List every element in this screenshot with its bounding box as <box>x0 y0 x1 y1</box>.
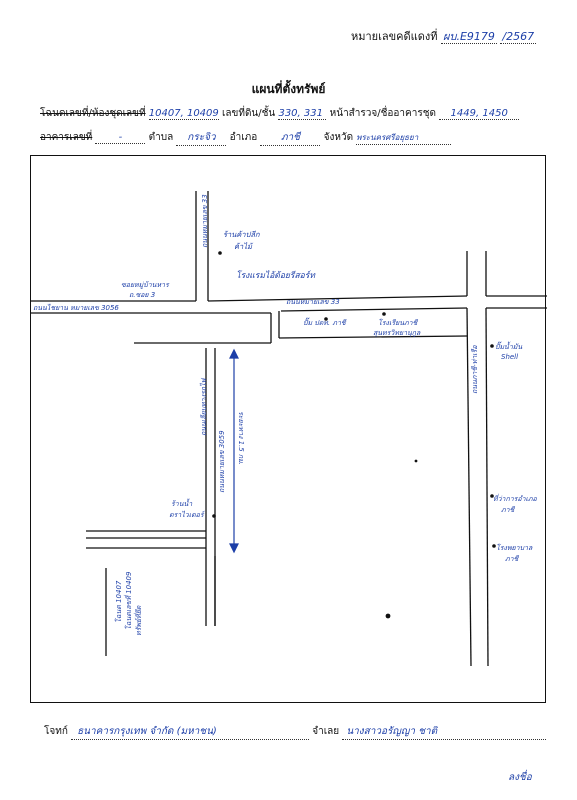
school-sub-label: สุนทรวิทยานุกูล <box>373 329 421 337</box>
defendant-label: จำเลย <box>312 726 340 737</box>
survey-label: หน้าสำรวจ/ชื่ออาคารชุด <box>329 108 436 119</box>
building-value: - <box>95 132 146 144</box>
road-phachi-label: ถนนภาชี-ท่าเรือ <box>471 345 479 394</box>
distance-arrow <box>229 348 239 554</box>
shop-left-label: ร้านค้าปลีก <box>223 230 260 239</box>
police-label: ปั๊ม ปตท. ภาชี <box>303 319 346 327</box>
location-line: อาคารเลขที่ - ตำบล กระจิว อำเภอ ภาชี จัง… <box>40 130 452 146</box>
footer-line: โจทก์ ธนาคารกรุงเทพ จำกัด (มหาชน) จำเลย … <box>44 724 547 740</box>
page-title: แผนที่ตั้งทรัพย์ <box>251 82 326 96</box>
shell-label: ปั๊มน้ำมัน <box>495 343 523 351</box>
subdistrict-value: กระจิว <box>176 130 227 146</box>
deed-value: 10407, 10409 <box>148 108 219 120</box>
subdistrict-label: ตำบล <box>148 132 174 143</box>
case-number: ผบ.E9179 <box>441 30 497 44</box>
plaintiff-value: ธนาคารกรุงเทพ จำกัด (มหาชน) <box>71 724 310 740</box>
school-label: โรงเรียนภาชี <box>378 319 418 327</box>
road-3059-side-label: ถนนเลียบทางรถไฟ <box>200 378 208 436</box>
deed-vertical3-label: ทรัพย์ที่ยึด <box>135 605 143 636</box>
road-3056-label: ถนนไชยาน หมายเลข 3056 <box>33 304 119 312</box>
case-number-line: หมายเลขคดีแดงที่ ผบ.E9179 /2567 <box>351 27 537 45</box>
land-value: 330, 331 <box>278 108 327 120</box>
district-office-label: ที่ว่าการอำเภอ <box>493 495 537 503</box>
shop-below-sub-label: ตราไวเดอร์ <box>169 511 204 519</box>
map-frame: ถนนหมายเลข 33 ร้านค้าปลีก ค้าไม้ โรงแรมไ… <box>30 155 547 703</box>
hospital-sub-label: ภาชี <box>505 555 519 563</box>
deed-vertical2-label: โฉนด 10407 <box>115 580 123 623</box>
factory-label: โรงแรมไอ้ต้อยรีสอร์ท <box>236 271 315 281</box>
province-label: จังหวัด <box>323 132 354 143</box>
building-label: อาคารเลขที่ <box>40 132 93 143</box>
shop-left-sub-label: ค้าไม้ <box>234 242 252 251</box>
village-alley-sub-label: ถ.ซอย 3 <box>129 291 156 299</box>
plaintiff-label: โจทก์ <box>44 726 68 737</box>
survey-value: 1449, 1450 <box>439 108 520 120</box>
road-33-top-label: ถนนหมายเลข 33 <box>201 194 209 248</box>
case-year: /2567 <box>500 30 537 44</box>
land-label: เลขที่ดิน/ชั้น <box>221 108 276 119</box>
road-lines <box>31 191 547 667</box>
defendant-value: นางสาวอรัญญา ชาติ <box>342 724 547 740</box>
shell-sub-label: Shell <box>501 353 519 361</box>
road-3059-label: ถนนหมายเลข 3059 <box>218 430 226 493</box>
province-value: พระนครศรีอยุธยา <box>356 131 452 145</box>
village-alley-label: ซอยหมู่บ้านหาร <box>121 281 169 289</box>
signature: ลงชื่อ <box>508 772 532 783</box>
distance-label: ระยะทาง 1.5 กม. <box>237 411 245 466</box>
district-office-sub-label: ภาชี <box>501 506 515 514</box>
road-33-label: ถนนหมายเลข 33 <box>286 298 340 306</box>
location-map <box>31 191 547 667</box>
district-value: ภาชี <box>260 130 321 146</box>
shop-below-label: ร้านน้ำ <box>171 500 193 508</box>
deed-line: โฉนดเลขที่/ห้องชุดเลขที่ 10407, 10409 เล… <box>40 106 520 121</box>
map-dots <box>212 251 496 619</box>
deed-label: โฉนดเลขที่/ห้องชุดเลขที่ <box>40 108 146 119</box>
district-label: อำเภอ <box>229 132 258 143</box>
case-label: หมายเลขคดีแดงที่ <box>351 30 438 43</box>
hospital-label: โรงพยาบาล <box>496 544 533 552</box>
